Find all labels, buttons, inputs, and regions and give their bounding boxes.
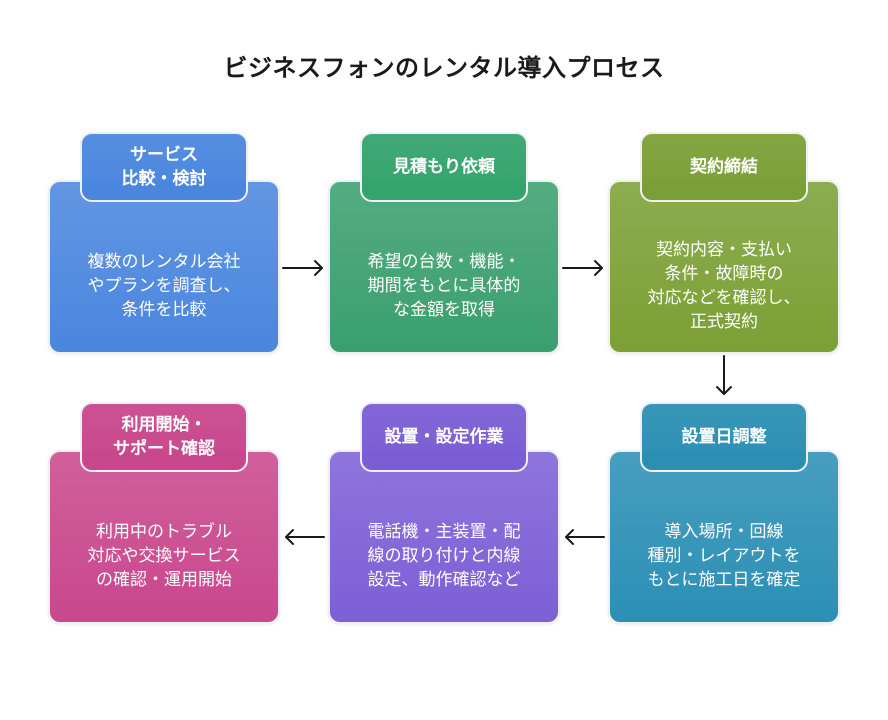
arrow-down-icon — [716, 355, 732, 395]
step-description: 電話機・主装置・配 線の取り付けと内線 設定、動作確認など — [367, 522, 521, 590]
step-heading-quote-request: 見積もり依頼 — [360, 132, 528, 202]
step-description: 利用中のトラブル 対応や交換サービス の確認・運用開始 — [87, 522, 241, 590]
step-heading-contract: 契約締結 — [640, 132, 808, 202]
diagram-title: ビジネスフォンのレンタル導入プロセス — [223, 54, 665, 82]
arrow-right-icon — [282, 260, 323, 276]
arrow-right-icon — [562, 260, 603, 276]
step-heading-start-and-support: 利用開始・ サポート確認 — [80, 402, 248, 472]
step-card-quote-request: 希望の台数・機能・ 期間をもとに具体的 な金額を取得 — [328, 180, 560, 354]
arrow-left-icon — [565, 529, 605, 545]
step-card-service-comparison: 複数のレンタル会社 やプランを調査し、 条件を比較 — [48, 180, 280, 354]
step-card-installation-setup: 電話機・主装置・配 線の取り付けと内線 設定、動作確認など — [328, 450, 560, 624]
step-description: 導入場所・回線 種別・レイアウトを もとに施工日を確定 — [647, 522, 801, 590]
step-card-start-and-support: 利用中のトラブル 対応や交換サービス の確認・運用開始 — [48, 450, 280, 624]
step-heading-installation-scheduling: 設置日調整 — [640, 402, 808, 472]
step-heading-service-comparison: サービス 比較・検討 — [80, 132, 248, 202]
step-card-contract: 契約内容・支払い 条件・故障時の 対応などを確認し、 正式契約 — [608, 180, 840, 354]
step-description: 希望の台数・機能・ 期間をもとに具体的 な金額を取得 — [367, 252, 521, 320]
step-heading-installation-setup: 設置・設定作業 — [360, 402, 528, 472]
step-description: 契約内容・支払い 条件・故障時の 対応などを確認し、 正式契約 — [647, 240, 801, 332]
step-description: 複数のレンタル会社 やプランを調査し、 条件を比較 — [87, 252, 241, 320]
arrow-left-icon — [285, 529, 325, 545]
step-card-installation-scheduling: 導入場所・回線 種別・レイアウトを もとに施工日を確定 — [608, 450, 840, 624]
